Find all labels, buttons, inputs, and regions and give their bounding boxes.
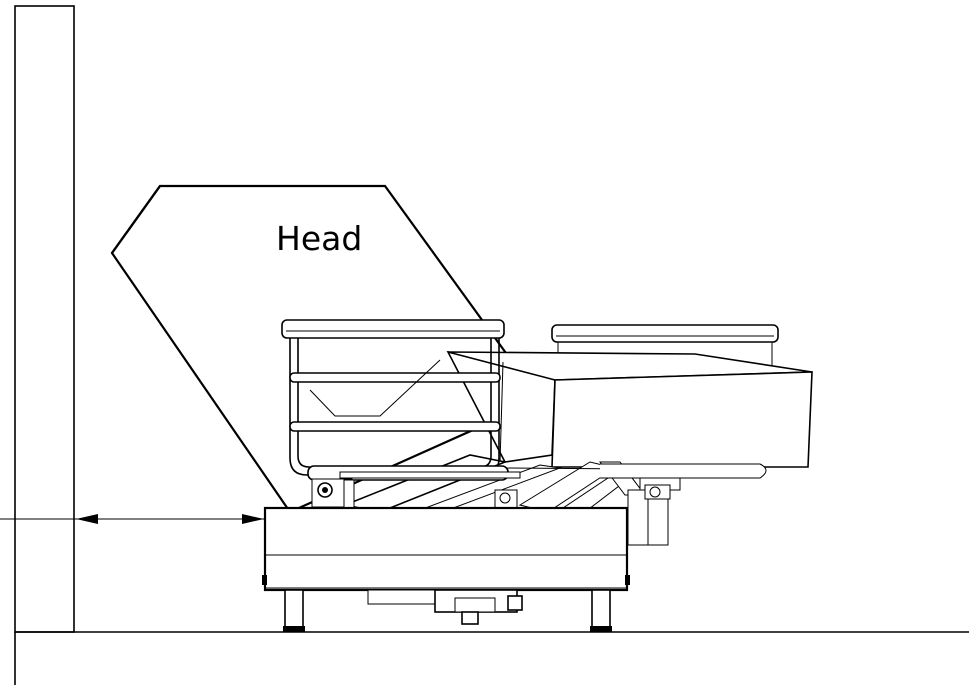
frame-brackets	[311, 478, 355, 509]
base-frame	[262, 506, 630, 592]
far-side-rail	[551, 324, 779, 368]
leg-mattress-section	[446, 350, 813, 468]
base-legs	[283, 589, 612, 632]
clearance-dimension-arrow	[0, 514, 264, 524]
bed-frame-rail	[307, 465, 521, 481]
lift-mechanism	[342, 454, 767, 546]
actuator-motor	[367, 589, 523, 625]
near-side-rail	[281, 319, 505, 476]
head-label: Head	[276, 219, 362, 258]
floor-line	[14, 631, 969, 685]
wall	[14, 5, 75, 633]
